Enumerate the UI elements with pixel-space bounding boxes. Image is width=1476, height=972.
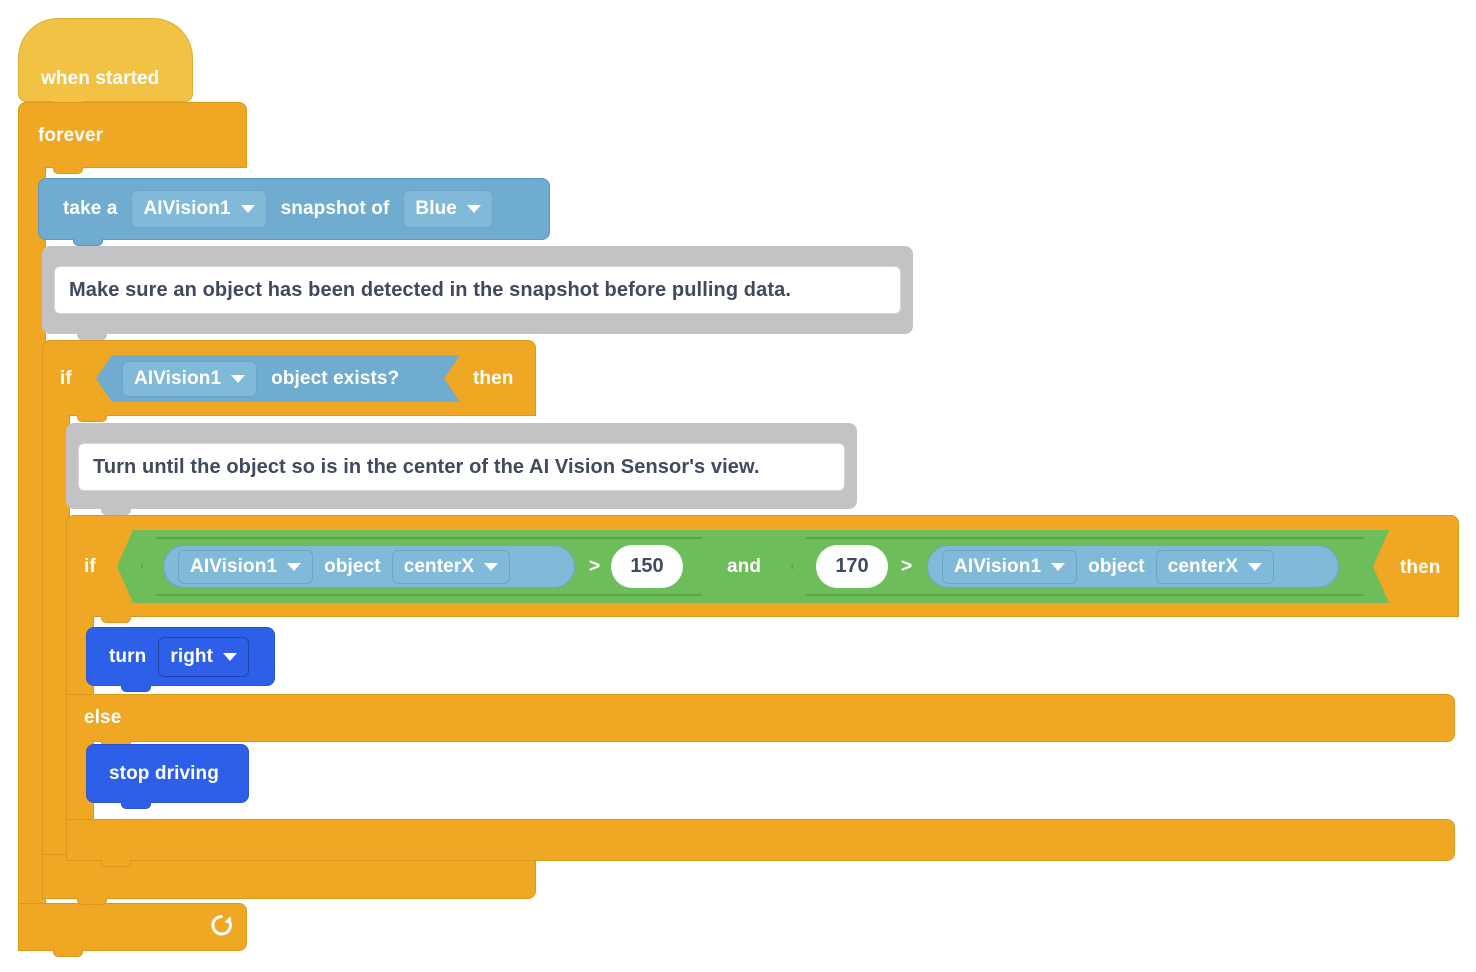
forever-footer[interactable] [18, 903, 247, 951]
object-label-2: object [1088, 555, 1145, 577]
turn-label: turn [109, 645, 147, 667]
if-else-footer-notch [101, 860, 131, 867]
when-started-block[interactable] [18, 57, 193, 102]
take-snapshot-block[interactable]: take a AIVision1 snapshot of Blue [38, 178, 550, 240]
greater-than-symbol-1: > [589, 556, 601, 577]
turn-direction-value: right [170, 645, 214, 667]
snapshot-of-label: snapshot of [280, 198, 390, 219]
property-dropdown-1-value: centerX [403, 555, 475, 577]
take-a-label: take a [63, 198, 118, 219]
greater-than-symbol-2: > [901, 556, 913, 577]
if-object-exists-header-notch [77, 415, 107, 422]
and-label: and [727, 556, 762, 577]
object-exists-boolean[interactable]: AIVision1 object exists? [96, 355, 460, 402]
comment-block-1-text: Make sure an object has been detected in… [69, 278, 791, 301]
stop-driving-notch [121, 802, 151, 809]
property-dropdown-2-value: centerX [1167, 555, 1239, 577]
vision-device-dropdown-2-value: AIVision1 [134, 367, 222, 389]
comment-block-2-text-box[interactable]: Turn until the object so is in the cente… [78, 443, 845, 491]
vision-device-dropdown-3-value: AIVision1 [190, 555, 278, 577]
property-dropdown-2[interactable]: centerX [1155, 549, 1275, 584]
when-started-label: when started [41, 68, 160, 89]
vision-device-dropdown-3[interactable]: AIVision1 [178, 549, 314, 584]
if-else-footer[interactable] [66, 819, 1455, 861]
chevron-down-icon [287, 562, 302, 571]
threshold-high-value: 170 [835, 555, 869, 577]
take-snapshot-notch [73, 239, 103, 246]
chevron-down-icon [484, 562, 499, 571]
if-object-exists-footer-notch [77, 898, 107, 905]
threshold-low-input[interactable]: 150 [611, 545, 683, 588]
vision-object-property-reporter-2[interactable]: AIVision1 object centerX [927, 545, 1339, 588]
vision-device-dropdown-4-value: AIVision1 [954, 555, 1042, 577]
forever-header[interactable] [18, 102, 247, 168]
then-label-outer: then [473, 368, 514, 389]
turn-block-notch [121, 685, 151, 692]
chevron-down-icon [1248, 562, 1263, 571]
forever-label: forever [38, 125, 104, 146]
if-else-header-notch [101, 616, 131, 623]
chevron-down-icon [466, 205, 481, 213]
object-label-1: object [324, 555, 381, 577]
stop-driving-label: stop driving [109, 762, 219, 784]
chevron-down-icon [231, 375, 245, 383]
comment-block-2-notch [101, 508, 131, 515]
if-label-inner: if [84, 556, 96, 577]
vision-device-dropdown-2[interactable]: AIVision1 [122, 361, 257, 397]
chevron-down-icon [223, 652, 238, 661]
then-label-inner: then [1400, 557, 1441, 578]
else-bar[interactable] [66, 694, 1455, 742]
comment-block-2-text: Turn until the object so is in the cente… [93, 455, 760, 478]
comment-block-1-text-box[interactable]: Make sure an object has been detected in… [54, 266, 901, 314]
when-started-hat-dome [18, 18, 193, 58]
threshold-low-value: 150 [630, 555, 664, 577]
vision-device-dropdown-1-value: AIVision1 [143, 198, 231, 219]
vision-object-property-reporter-1[interactable]: AIVision1 object centerX [163, 545, 575, 588]
threshold-high-input[interactable]: 170 [816, 545, 888, 588]
forever-footer-notch [53, 950, 83, 957]
turn-block[interactable]: turn right [86, 627, 275, 686]
vision-device-dropdown-1[interactable]: AIVision1 [131, 190, 267, 228]
else-label: else [84, 707, 122, 728]
vision-device-dropdown-4[interactable]: AIVision1 [942, 549, 1078, 584]
snapshot-color-dropdown-value: Blue [415, 198, 457, 219]
object-exists-label: object exists? [271, 367, 400, 389]
property-dropdown-1[interactable]: centerX [391, 549, 511, 584]
comment-block-1-notch [77, 333, 107, 340]
forever-header-notch [53, 167, 83, 174]
if-label-outer: if [60, 368, 72, 389]
stop-driving-block[interactable]: stop driving [86, 744, 249, 803]
chevron-down-icon [240, 205, 255, 213]
snapshot-color-dropdown[interactable]: Blue [403, 190, 493, 228]
if-object-exists-spine [42, 415, 70, 855]
loop-arrow-icon [211, 915, 232, 936]
turn-direction-dropdown[interactable]: right [158, 636, 250, 677]
chevron-down-icon [1051, 562, 1066, 571]
